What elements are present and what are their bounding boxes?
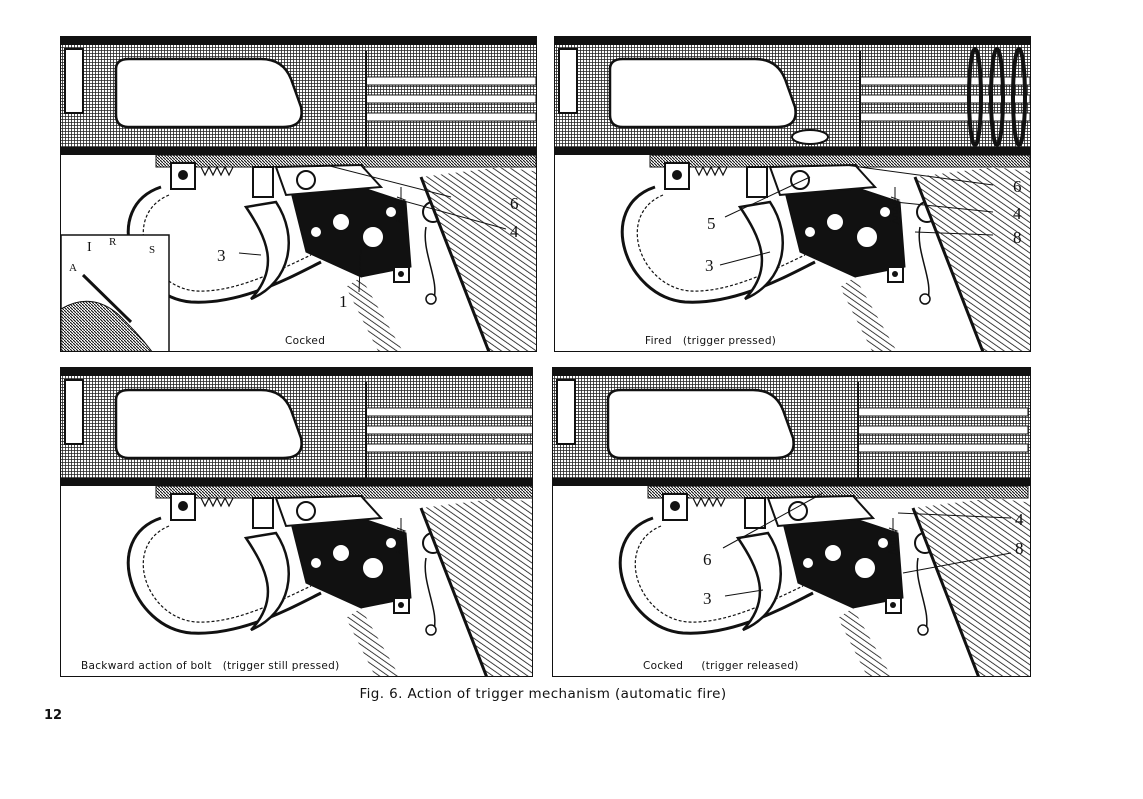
panel-backward-action: Backward action of bolt (trigger still p…: [60, 367, 533, 677]
panel-caption: Cocked: [283, 335, 328, 347]
callout-4: 4: [1015, 510, 1024, 529]
callout-8: 8: [1015, 539, 1024, 558]
callout-4: 4: [1013, 204, 1022, 223]
mechanism-illustration: [61, 368, 532, 676]
inset-label-a: A: [69, 262, 77, 274]
mechanism-illustration: [553, 368, 1030, 676]
mechanism-illustration: [61, 37, 536, 351]
inset-label-i: I: [87, 240, 92, 255]
callout-4: 4: [510, 222, 519, 241]
panel-cocked-released: 4 8 6 3 Cocked (trigger released): [552, 367, 1031, 677]
callout-1: 1: [339, 292, 348, 311]
callout-5: 5: [707, 214, 716, 233]
inset-label-r: R: [109, 236, 117, 248]
panel-cocked: 6 4 3 1 I R S A Cocked: [60, 36, 537, 352]
callout-8: 8: [1013, 228, 1022, 247]
panel-caption: Cocked (trigger released): [641, 660, 801, 672]
callout-6: 6: [510, 194, 519, 213]
mechanism-illustration: [555, 37, 1030, 351]
panel-caption: Backward action of bolt (trigger still p…: [79, 660, 342, 672]
callout-6: 6: [703, 550, 712, 569]
inset-label-s: S: [149, 244, 156, 256]
panel-caption: Fired (trigger pressed): [643, 335, 779, 347]
callout-3: 3: [703, 589, 712, 608]
callout-3: 3: [217, 246, 226, 265]
panel-fired: 6 4 8 5 3 Fired (trigger pressed): [554, 36, 1031, 352]
page-number: 12: [44, 708, 63, 723]
callout-3: 3: [705, 256, 714, 275]
figure-caption: Fig. 6. Action of trigger mechanism (aut…: [359, 686, 727, 702]
callout-6: 6: [1013, 177, 1022, 196]
